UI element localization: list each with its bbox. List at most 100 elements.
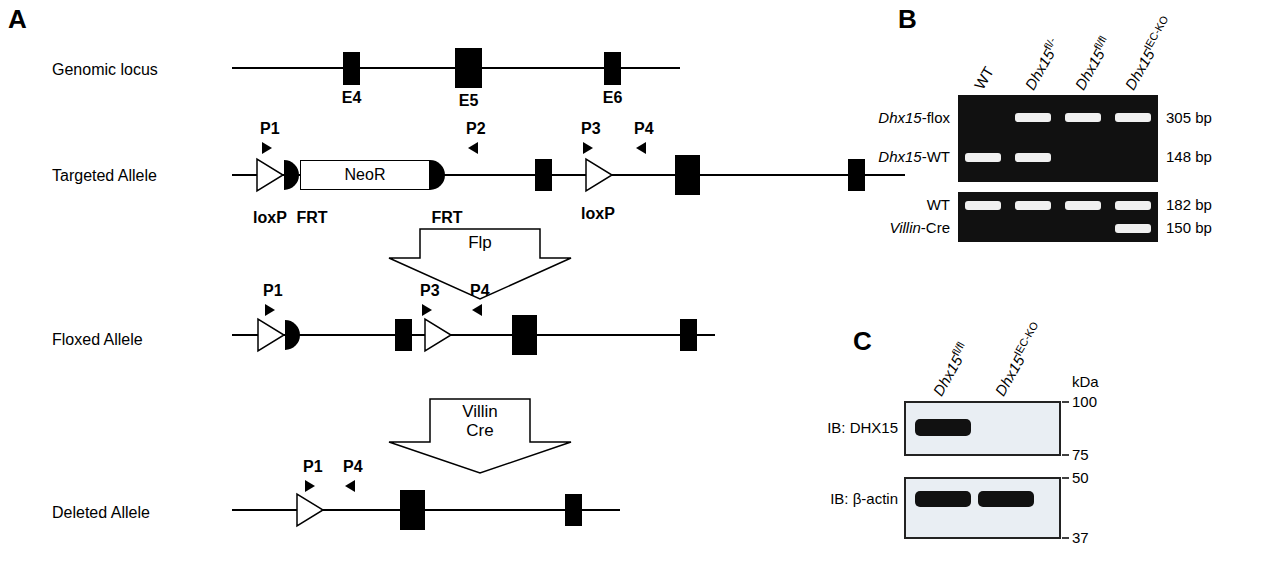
panel-letter: A [8,5,27,35]
size-label: 150 bp [1166,219,1212,236]
marker-size: 50 [1072,469,1089,486]
marker-tick [1062,537,1069,539]
primer-name: P4 [470,282,490,300]
text-run: loxP [253,209,287,226]
exon-label: E6 [603,89,623,107]
marker-size: 100 [1072,393,1097,410]
size-label: 148 bp [1166,148,1212,165]
exon [848,159,865,191]
text-run: 100 [1072,393,1097,410]
text-run: kDa [1072,373,1099,390]
text-run: FRT [296,209,327,226]
site-label: FRT [431,209,462,227]
gel-band [965,153,1001,162]
text-run: P4 [470,282,490,299]
exon-box: E6 [604,52,621,111]
text-run: Dhx15 [878,109,921,126]
primer-mark [636,142,646,154]
site-label: loxP [253,209,287,227]
text-run: Dhx15 [1121,47,1157,93]
site-label: loxP [581,205,615,223]
gel-band [1115,224,1151,233]
gel-band [1065,113,1101,122]
text-run: Villin [889,219,920,236]
primer-mark [583,142,593,154]
text-run: A [8,4,27,34]
text-run: P1 [263,282,283,299]
cassette-label: NeoR [345,166,386,184]
band-label: Villin-Cre [889,219,950,236]
text-run: IEC-KO [1011,319,1040,357]
marker-size: 75 [1072,446,1089,463]
blot-band [978,491,1034,507]
marker-tick [1062,454,1069,456]
frt-site [285,320,300,350]
loxp-site [258,319,284,351]
size-label: 305 bp [1166,109,1212,126]
gel-band [1115,113,1151,122]
exon-fill [604,52,621,85]
text-run: 50 [1072,469,1089,486]
text-run: Genomic locus [52,61,158,78]
neor-cassette: NeoR [300,160,430,190]
loxp-site [297,494,323,526]
primer-name: P2 [466,120,486,138]
exon [680,319,697,351]
band-label: Dhx15-WT [878,148,950,165]
lane-label: Dhx15fl/- [1020,35,1064,93]
exon [400,490,425,530]
primer-name: P1 [303,458,323,476]
primer-mark [472,304,482,316]
blot-band [915,419,971,436]
exon-fill [343,52,360,85]
exon [565,494,582,526]
text-run: FRT [431,209,462,226]
band-label: WT [927,196,950,213]
text-run: -WT [922,148,950,165]
band-label: Dhx15-flox [878,109,950,126]
marker-size: 37 [1072,529,1089,546]
marker-tick [1062,401,1069,403]
blot-image [905,402,1060,455]
loxp-site [586,159,612,191]
marker-tick [1062,477,1069,479]
lane-label: Dhx15IEC-KO [1120,13,1177,92]
primer-mark [468,142,478,154]
text-run: IB: DHX15 [827,419,898,436]
primer-name: P4 [634,120,654,138]
text-run: -Cre [921,219,950,236]
antibody-label: IB: DHX15 [827,419,898,436]
primer-mark [265,304,275,316]
dna-line [232,334,715,336]
primer-mark [345,480,355,492]
size-label: 182 bp [1166,196,1212,213]
recombinase-arrow: Villin Cre [388,398,572,474]
site-label: FRT [296,209,327,227]
text-run: Dhx15 [991,353,1027,399]
arrow-outline [389,399,571,473]
text-run: Dhx15 [1071,47,1107,93]
lane-label: WT [971,63,998,92]
exon [535,159,552,191]
gel-band [965,201,1001,210]
text-run: C [853,326,872,356]
gel-band [1115,201,1151,210]
text-run: IEC-KO [1141,13,1170,51]
text-run: Targeted Allele [52,167,157,184]
primer-mark [305,480,315,492]
text-run: 305 bp [1166,109,1212,126]
dna-line [232,509,620,511]
text-run: Floxed Allele [52,331,143,348]
exon-fill [455,48,482,88]
text-run: P2 [466,120,486,137]
text-run: Dhx15 [929,353,965,399]
lane-label: Dhx15fl/fl [928,340,973,399]
loxp-site [257,159,283,191]
exon [395,319,412,351]
text-run: 37 [1072,529,1089,546]
arrow-label: Villin Cre [450,402,510,440]
text-run: WT [971,63,997,92]
text-run: WT [927,196,950,213]
text-run: P3 [581,120,601,137]
exon [512,315,537,355]
